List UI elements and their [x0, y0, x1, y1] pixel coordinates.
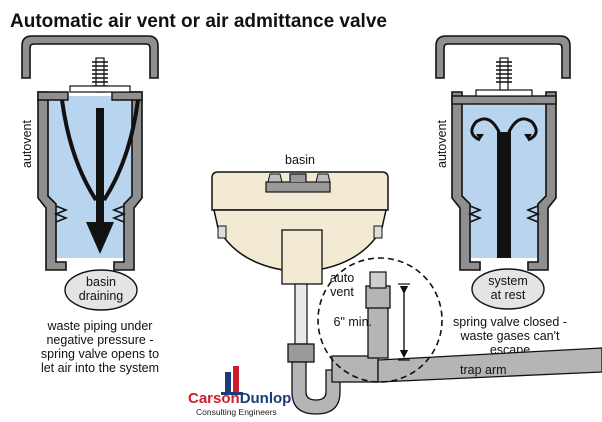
left-airflow-curves	[60, 99, 140, 202]
p-trap	[291, 361, 341, 415]
left-thread-left	[53, 205, 69, 223]
right-swirl-right	[506, 117, 538, 142]
right-swirl-arrow-right	[524, 134, 532, 140]
trap-nut	[287, 343, 315, 363]
left-state-ellipse	[64, 269, 138, 311]
left-valve-wall-right	[113, 91, 143, 271]
right-thread-right	[525, 205, 541, 223]
right-state-line2: at rest	[491, 288, 526, 302]
vent-riser	[367, 305, 389, 359]
trap-arm-label: trap arm	[460, 363, 507, 377]
right-state-ellipse	[471, 268, 545, 310]
left-valve-cap	[21, 35, 159, 79]
right-swirl-arrow-left	[476, 134, 484, 140]
left-state-line2: draining	[79, 289, 124, 303]
left-valve-wall-left	[37, 91, 67, 271]
mini-autovent-body	[365, 285, 391, 309]
left-valve-disc	[69, 85, 131, 93]
right-caption-line2: waste gases can't	[460, 329, 560, 343]
left-caption-line4: let air into the system	[41, 361, 159, 375]
logo-mark-icon	[221, 366, 243, 395]
right-side-label: autovent	[435, 120, 449, 168]
logo-tagline: Consulting Engineers	[196, 407, 277, 417]
left-valve-seat	[37, 91, 143, 101]
basin-brackets	[217, 225, 383, 239]
right-spring	[496, 57, 512, 91]
left-valve-chamber	[46, 96, 132, 258]
left-caption-line2: negative pressure -	[46, 333, 153, 347]
logo-name-part1: Carson	[188, 390, 240, 407]
right-gas-column	[497, 132, 511, 258]
logo-name-part2: Dunlop	[240, 390, 292, 407]
basin-label: basin	[285, 153, 315, 167]
detail-label-line1: auto	[330, 271, 354, 285]
right-thread-left	[467, 205, 483, 223]
left-side-label: autovent	[20, 120, 34, 168]
right-valve: autovent system at rest spring valve clo…	[435, 35, 571, 357]
left-airflow-arrowhead	[86, 222, 114, 254]
mini-autovent-cap	[369, 271, 387, 289]
basin-assembly: basin trap arm auto vent	[211, 153, 602, 415]
left-caption-line3: spring valve opens to	[41, 347, 159, 361]
right-valve-wall-left	[451, 91, 481, 271]
right-valve-disc	[475, 89, 533, 97]
detail-circle	[317, 257, 443, 383]
left-valve: autovent basin draining waste piping und…	[20, 35, 159, 375]
right-valve-cap	[435, 35, 571, 79]
carson-dunlop-logo: CarsonDunlop Consulting Engineers	[188, 366, 291, 417]
right-caption-line1: spring valve closed -	[453, 315, 567, 329]
logo-wordmark: CarsonDunlop	[188, 390, 291, 407]
trap-tee	[331, 355, 379, 383]
tailpiece	[294, 283, 308, 345]
left-thread-right	[111, 205, 127, 223]
basin-pedestal	[281, 229, 323, 285]
dimension-label: 6" min.	[334, 315, 372, 329]
trap-arm-pipe	[377, 347, 602, 383]
left-caption-line1: waste piping under	[47, 319, 153, 333]
faucet	[265, 173, 331, 193]
right-valve-seat	[451, 95, 557, 105]
diagram-title: Automatic air vent or air admittance val…	[10, 11, 387, 32]
detail-label-line2: vent	[330, 285, 354, 299]
right-valve-wall-right	[527, 91, 557, 271]
left-state-line1: basin	[86, 275, 116, 289]
right-swirl-left	[470, 117, 502, 142]
right-state-line1: system	[488, 274, 528, 288]
